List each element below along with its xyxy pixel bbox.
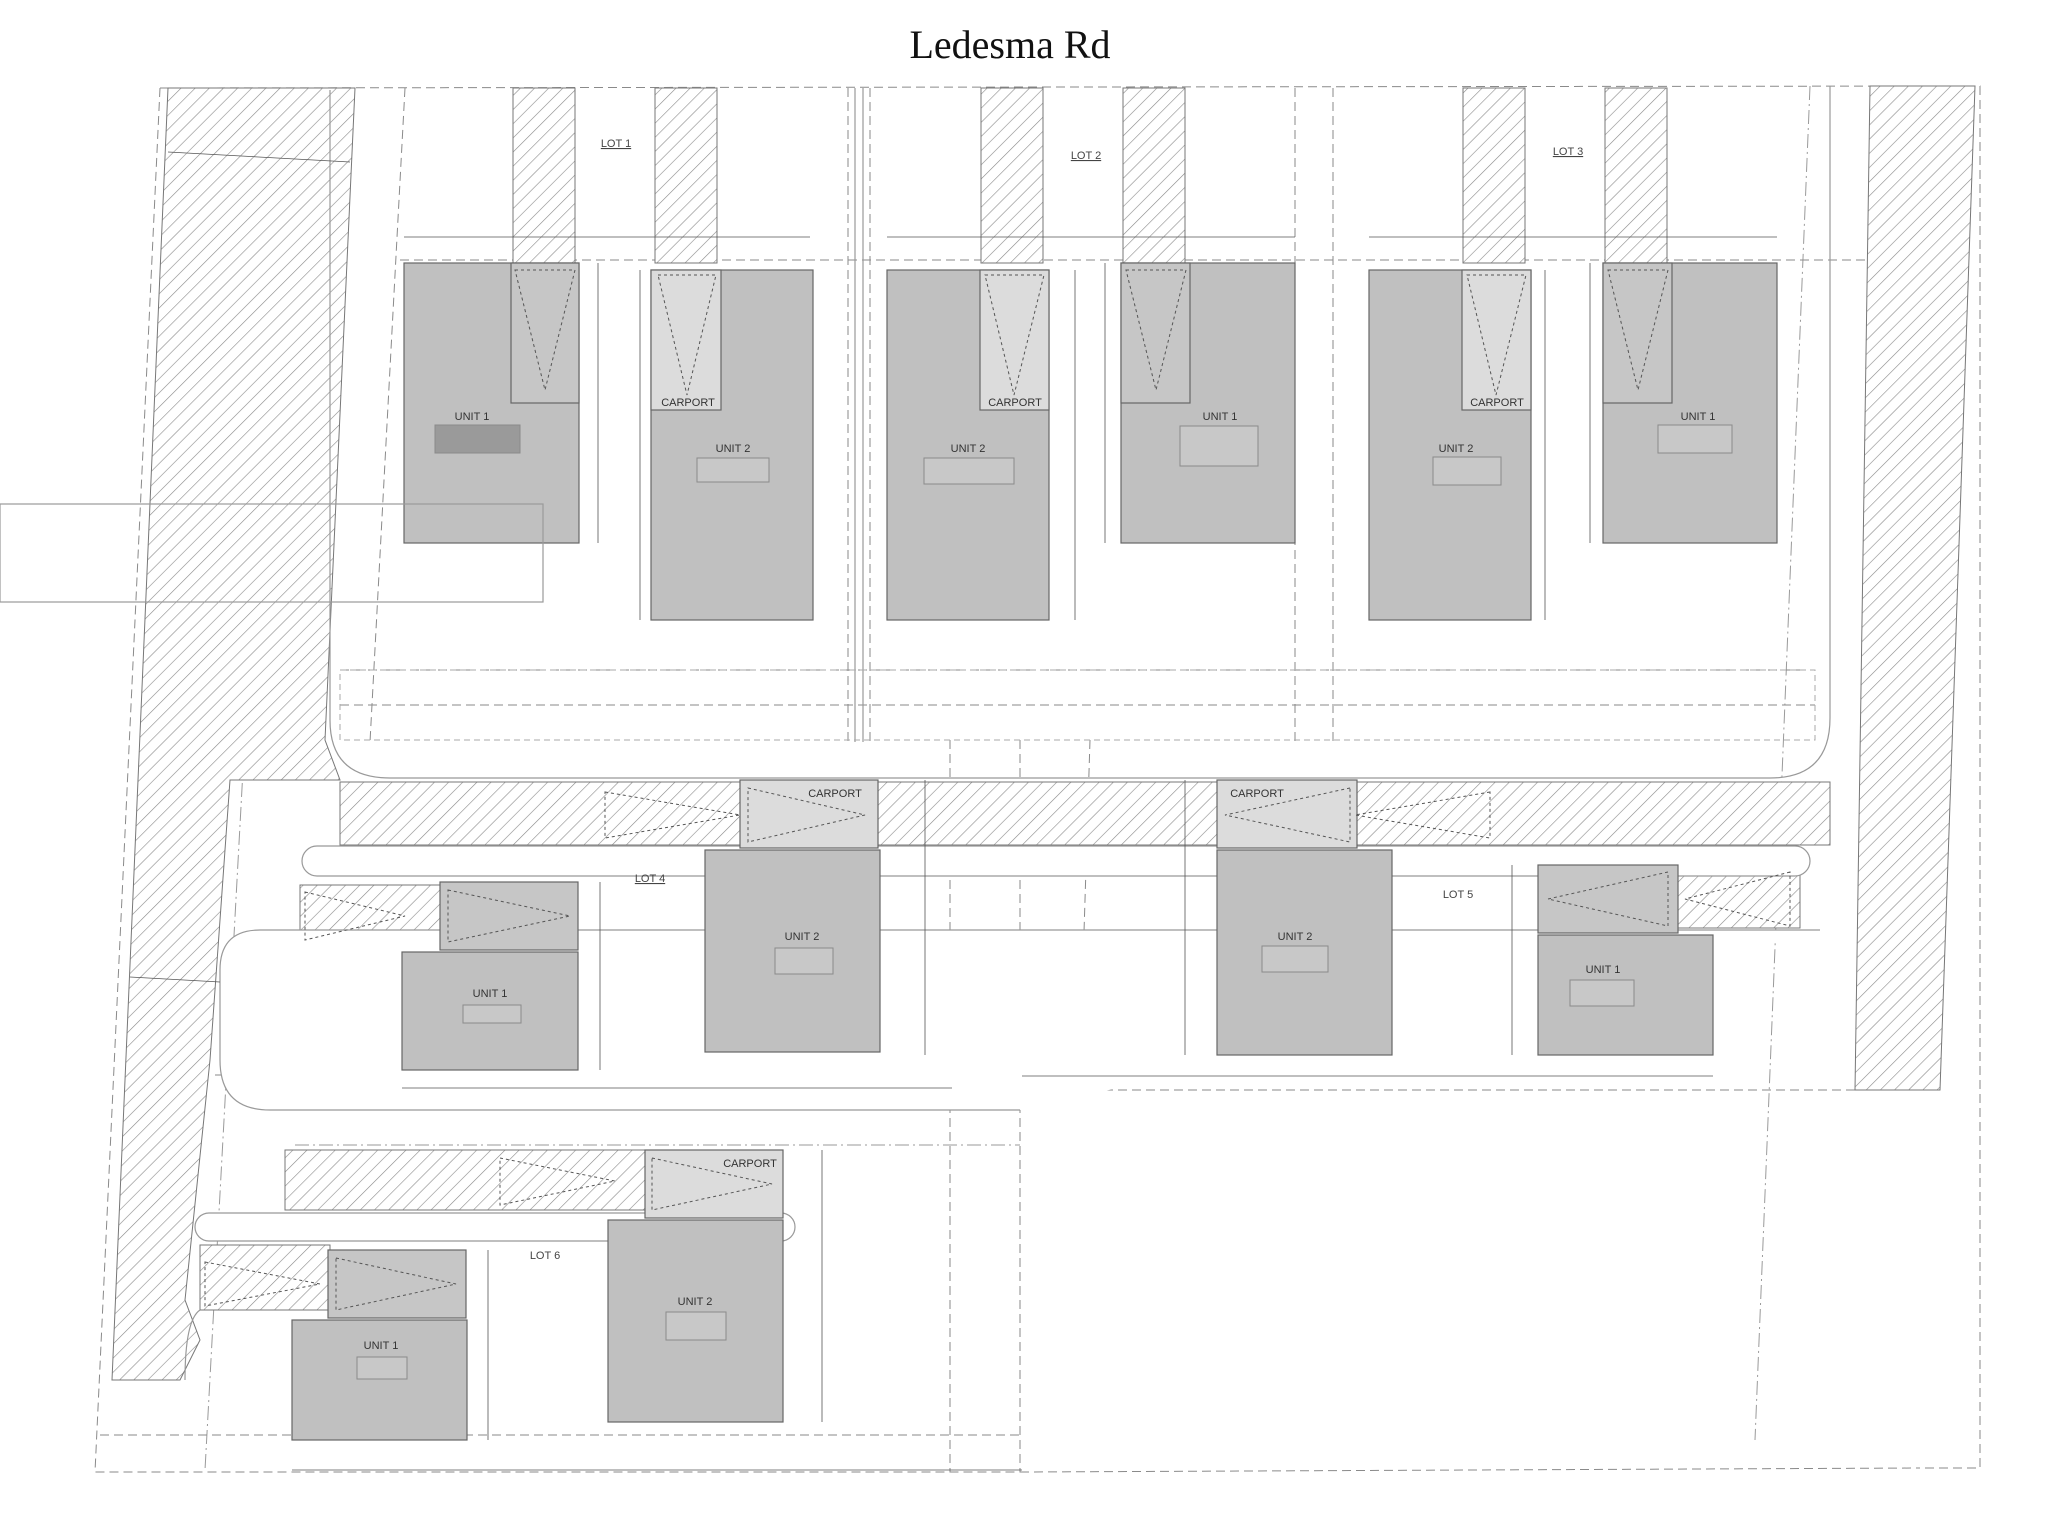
lot-1-unit-1-label: UNIT 1 bbox=[455, 411, 490, 423]
lot-4-carport bbox=[739, 779, 879, 849]
lot-1-carport bbox=[650, 269, 722, 411]
lot-4-label: LOT 4 bbox=[635, 873, 665, 885]
lot-1-carport-label: CARPORT bbox=[661, 397, 715, 409]
lot-1-unit-2-label: UNIT 2 bbox=[716, 443, 751, 455]
lot-3-label: LOT 3 bbox=[1553, 146, 1583, 158]
lot-5: LOT 5 CARPORT UNIT 2 UNIT 1 bbox=[1216, 779, 1791, 1056]
lot-6-unit-1-label: UNIT 1 bbox=[364, 1340, 399, 1352]
lot-6-label: LOT 6 bbox=[530, 1250, 560, 1262]
top-row-dimensions bbox=[167, 151, 1777, 620]
lot-5-label: LOT 5 bbox=[1443, 889, 1473, 901]
lot-3-carport-label: CARPORT bbox=[1470, 397, 1524, 409]
overlay-frame bbox=[0, 503, 544, 603]
lot-4: LOT 4 CARPORT UNIT 2 UNIT 1 bbox=[304, 779, 881, 1071]
lot-2-label: LOT 2 bbox=[1071, 150, 1101, 162]
lot-3-unit-1-label: UNIT 1 bbox=[1681, 411, 1716, 423]
lot-3-unit-2-label: UNIT 2 bbox=[1439, 443, 1474, 455]
lot-6-unit-1 bbox=[291, 1319, 468, 1441]
lot-4-carport-label: CARPORT bbox=[808, 788, 862, 800]
lot-2-unit-2-label: UNIT 2 bbox=[951, 443, 986, 455]
lot-2: LOT 2 CARPORT UNIT 2 UNIT 1 bbox=[886, 150, 1296, 621]
lot-5-unit-2-label: UNIT 2 bbox=[1278, 931, 1313, 943]
lot-5-carport bbox=[1216, 779, 1358, 849]
bottom-row-dimensions bbox=[292, 1150, 1022, 1471]
lot-4-unit-1-label: UNIT 1 bbox=[473, 988, 508, 1000]
lot-2-carport bbox=[979, 269, 1050, 411]
drive-aisles bbox=[184, 86, 1831, 1381]
lot-1: LOT 1 UNIT 1 CARPORT UNIT 2 bbox=[403, 138, 814, 621]
road-name: Ledesma Rd bbox=[909, 22, 1110, 67]
lot-2-carport-label: CARPORT bbox=[988, 397, 1042, 409]
lot-2-unit-1-label: UNIT 1 bbox=[1203, 411, 1238, 423]
lot-6: LOT 6 CARPORT UNIT 2 UNIT 1 bbox=[204, 1149, 784, 1441]
lot-6-carport-label: CARPORT bbox=[723, 1158, 777, 1170]
lot-1-label: LOT 1 bbox=[601, 138, 631, 150]
lot-3-carport bbox=[1461, 269, 1532, 411]
lot-5-carport-label: CARPORT bbox=[1230, 788, 1284, 800]
lot-3: LOT 3 CARPORT UNIT 2 UNIT 1 bbox=[1368, 146, 1778, 621]
lot-6-unit-2-label: UNIT 2 bbox=[678, 1296, 713, 1308]
lot-4-unit-2-label: UNIT 2 bbox=[785, 931, 820, 943]
lot-5-unit-1-label: UNIT 1 bbox=[1586, 964, 1621, 976]
middle-row-dimensions bbox=[129, 780, 1713, 1089]
